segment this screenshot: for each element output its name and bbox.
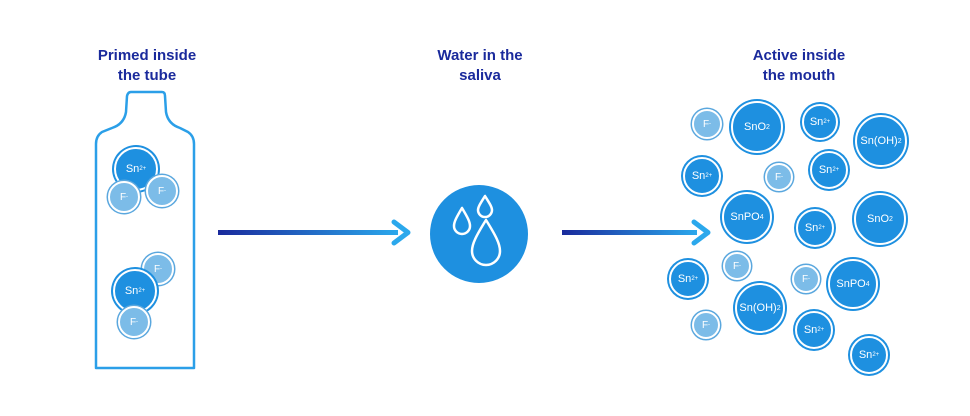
stage-title-line: saliva	[459, 67, 501, 84]
mouth-ion: F-	[723, 252, 751, 280]
water-drops-icon	[430, 185, 528, 283]
stage-title-tube: Primed inside the tube	[72, 46, 222, 86]
tube-outline-icon	[94, 90, 196, 370]
mouth-ion: F-	[765, 163, 793, 191]
stage-title-line: Primed inside	[97, 47, 197, 64]
mouth-ion: F-	[692, 109, 722, 139]
mouth-ion: F-	[692, 311, 720, 339]
stage-title-line: the mouth	[762, 67, 836, 84]
stage-title-line: Water in the	[437, 47, 523, 64]
arrow-right-icon	[218, 219, 411, 246]
stage-title-line: the tube	[117, 67, 177, 84]
mouth-ion: Sn(OH)2	[735, 283, 785, 333]
mouth-ion: F-	[792, 265, 820, 293]
stage-title-line: Active inside	[752, 47, 846, 64]
stage-title-saliva: Water in the saliva	[405, 46, 555, 86]
tube-ion: F-	[146, 175, 178, 207]
tube-ion: F-	[118, 306, 150, 338]
stage-title-mouth: Active inside the mouth	[724, 46, 874, 86]
tube-ion: F-	[108, 181, 140, 213]
arrow-right-icon	[562, 219, 711, 246]
mouth-ion: Sn(OH)2	[855, 115, 907, 167]
tube-ion: F-	[142, 253, 174, 285]
